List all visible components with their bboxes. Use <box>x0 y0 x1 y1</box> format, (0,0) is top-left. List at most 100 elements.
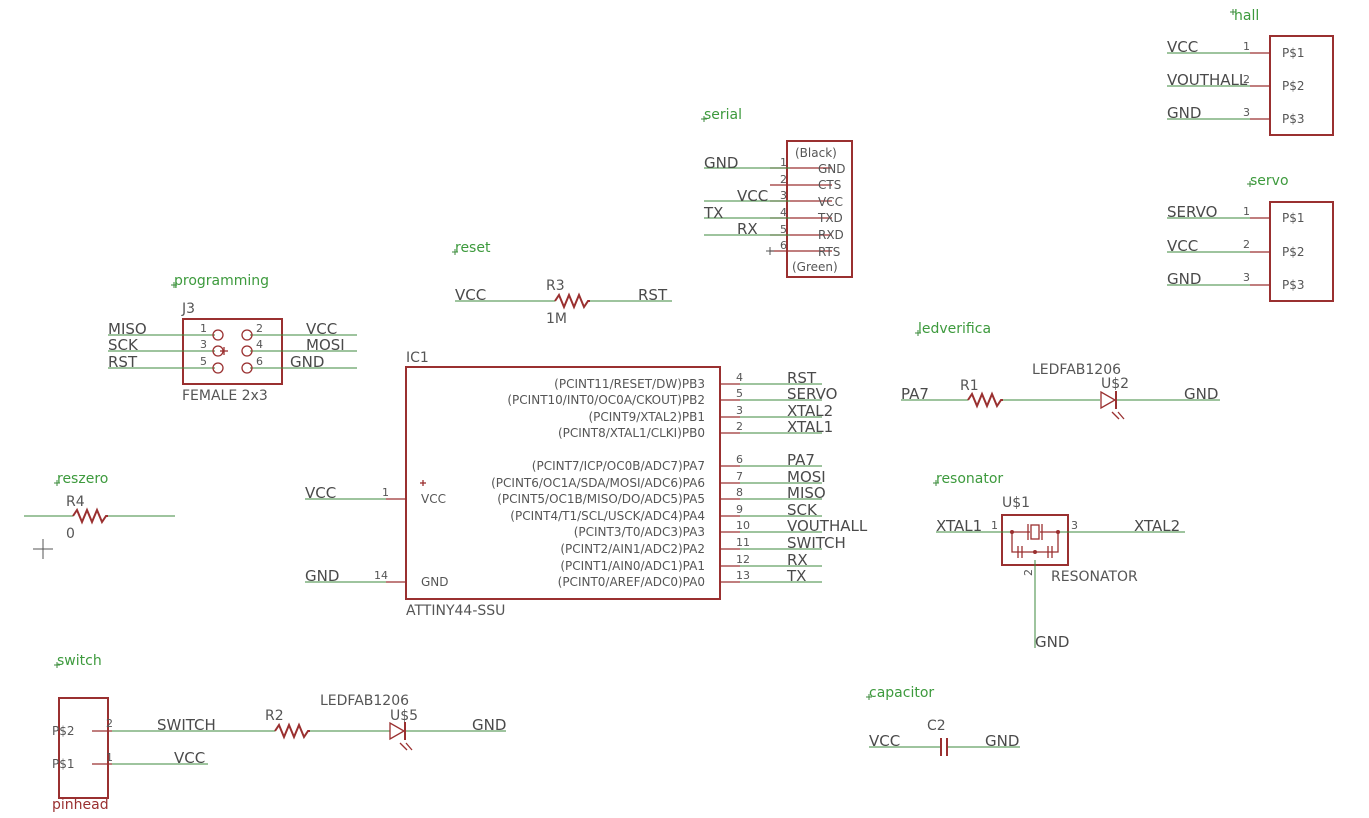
ic1-pin-net: XTAL2 <box>787 402 833 420</box>
reszero-resistor[interactable]: reszero R4 0 <box>24 471 175 559</box>
switch-net-gnd: GND <box>472 716 506 734</box>
serial-connector[interactable]: serial (Black) (Green) GND CTS VCC TXD R… <box>701 107 853 278</box>
ic1-pin-net: XTAL1 <box>787 418 833 436</box>
ic1-pin-name: (PCINT0/AREF/ADC0)PA0 <box>558 575 705 589</box>
u2-led-value: LEDFAB1206 <box>1032 362 1121 378</box>
r1-ref: R1 <box>960 378 979 394</box>
j3-net-rst: RST <box>108 353 138 371</box>
capacitor-net-vcc: VCC <box>869 732 900 750</box>
serial-net-rx: RX <box>737 220 758 238</box>
hall-pin-number-2: 2 <box>1243 73 1250 86</box>
serial-pin-cts: CTS <box>818 178 841 192</box>
serial-top-label: (Black) <box>795 146 837 160</box>
r4-ref: R4 <box>66 494 85 510</box>
u5-led-value: LEDFAB1206 <box>320 693 409 709</box>
j3-net-gnd: GND <box>290 353 324 371</box>
ic1-ref: IC1 <box>406 350 429 366</box>
serial-group-label: serial <box>704 107 742 123</box>
hall-group-label: hall <box>1234 8 1259 24</box>
resonator-circuit[interactable]: resonator U$1 XTAL1 XTAL2 GND 1 3 2 RESO… <box>933 471 1185 651</box>
ic1-pin-net: MOSI <box>787 468 826 486</box>
ic1-pin-number: 7 <box>736 470 743 483</box>
ic1-pin-net: SWITCH <box>787 534 846 552</box>
serial-header-body <box>786 140 853 278</box>
hall-pin-number-3: 3 <box>1243 106 1250 119</box>
programming-connector[interactable]: programming J3 MISO SCK RST VCC MOSI GND… <box>108 273 357 404</box>
serial-pin-number-4: 4 <box>780 206 787 219</box>
ic1-pin-name: (PCINT8/XTAL1/CLKI)PB0 <box>558 426 705 440</box>
resonator-net-gnd: GND <box>1035 633 1069 651</box>
pinhead-pin-number-2: 2 <box>106 717 113 730</box>
ic1-pin-number: 8 <box>736 486 743 499</box>
ic1-pin-number: 12 <box>736 553 750 566</box>
serial-pin-number-3: 3 <box>780 189 787 202</box>
ic1-pin-number: 6 <box>736 453 743 466</box>
capacitor-circuit[interactable]: capacitor VCC GND C2 <box>866 685 1020 756</box>
hall-pin-p2: P$2 <box>1282 79 1305 93</box>
j3-net-mosi: MOSI <box>306 336 345 354</box>
ic1-pin-net: TX <box>786 567 806 585</box>
ledverifica-net-pa7: PA7 <box>901 385 929 403</box>
u5-led-symbol <box>389 721 406 741</box>
servo-connector[interactable]: servo SERVO VCC GND 1 2 3 P$1 P$2 P$3 <box>1167 173 1334 302</box>
ic1-pin-name: (PCINT3/T0/ADC3)PA3 <box>574 525 705 539</box>
u1-value: RESONATOR <box>1051 569 1138 585</box>
serial-pin-number-2: 2 <box>780 173 787 186</box>
reset-group-label: reset <box>455 240 491 256</box>
u2-led-ref: U$2 <box>1101 376 1129 392</box>
servo-pin-number-2: 2 <box>1243 238 1250 251</box>
ic1-pin-name: (PCINT2/AIN1/ADC2)PA2 <box>560 542 705 556</box>
programming-group-label: programming <box>174 273 269 289</box>
reset-resistor-value: 1M <box>546 311 567 327</box>
serial-bottom-label: (Green) <box>792 260 838 274</box>
serial-pin-vcc: VCC <box>818 195 843 209</box>
servo-group-label: servo <box>1250 173 1289 189</box>
u1-pin-2: 2 <box>1022 569 1035 576</box>
ic1-pin-net: VOUTHALL <box>787 517 868 535</box>
resonator-group-label: resonator <box>936 471 1003 487</box>
ic1-attiny44[interactable]: IC1 ATTINY44-SSU VCC GND VCC GND 1 14 (P… <box>305 350 868 619</box>
ic1-pin-number: 2 <box>736 420 743 433</box>
hall-connector[interactable]: hall VCC VOUTHALL GND 1 2 3 P$1 P$2 P$3 <box>1167 8 1334 136</box>
j3-pin-4: 4 <box>256 338 263 351</box>
u5-led-ref: U$5 <box>390 708 418 724</box>
ic1-pin-1-number: 1 <box>382 486 389 499</box>
j3-net-vcc: VCC <box>306 320 337 338</box>
ic1-pin-name: (PCINT9/XTAL2)PB1 <box>588 410 705 424</box>
u1-pin-3: 3 <box>1071 519 1078 532</box>
reset-resistor[interactable]: reset VCC RST R3 1M <box>452 240 672 327</box>
ic1-vcc-pin-label: VCC <box>421 492 446 506</box>
r2-resistor-symbol <box>274 722 310 740</box>
serial-pin-txd: TXD <box>817 211 843 225</box>
hall-pin-p3: P$3 <box>1282 112 1305 126</box>
capacitor-net-gnd: GND <box>985 732 1019 750</box>
ic1-pin-net: RX <box>787 551 808 569</box>
serial-net-vcc: VCC <box>737 187 768 205</box>
j3-net-sck: SCK <box>108 336 139 354</box>
ic1-pin-name: (PCINT10/INT0/OC0A/CKOUT)PB2 <box>507 393 705 407</box>
pinhead-pin-number-1: 1 <box>106 751 113 764</box>
ic1-pin-number: 10 <box>736 519 750 532</box>
j3-ref: J3 <box>181 301 195 317</box>
ledverifica-group-label: ledverifica <box>918 321 991 337</box>
ic1-pin-name: (PCINT1/AIN0/ADC1)PA1 <box>560 559 705 573</box>
ic1-pin-number: 4 <box>736 371 743 384</box>
u2-led-symbol <box>1100 390 1117 410</box>
ic1-pin-name: (PCINT5/OC1B/MISO/DO/ADC5)PA5 <box>497 492 705 506</box>
switch-net-switch: SWITCH <box>157 716 216 734</box>
hall-net-gnd: GND <box>1167 104 1201 122</box>
pinhead-pin-p1: P$1 <box>52 757 75 771</box>
hall-pin-number-1: 1 <box>1243 40 1250 53</box>
ic1-pin-net: RST <box>787 369 817 387</box>
ic1-pin-net: PA7 <box>787 451 815 469</box>
j3-pin-1: 1 <box>200 322 207 335</box>
hall-net-vcc: VCC <box>1167 38 1198 56</box>
ic1-pin-number: 11 <box>736 536 750 549</box>
ledverifica-circuit[interactable]: ledverifica PA7 GND R1 LEDFAB1206 U$2 <box>901 321 1220 420</box>
ic1-pin-name: (PCINT7/ICP/OC0B/ADC7)PA7 <box>532 459 705 473</box>
switch-circuit[interactable]: switch pinhead P$2 P$1 2 1 SWITCH VCC GN… <box>52 653 506 813</box>
resonator-crystal-symbol <box>1030 524 1040 540</box>
serial-pin-number-1: 1 <box>780 156 787 169</box>
